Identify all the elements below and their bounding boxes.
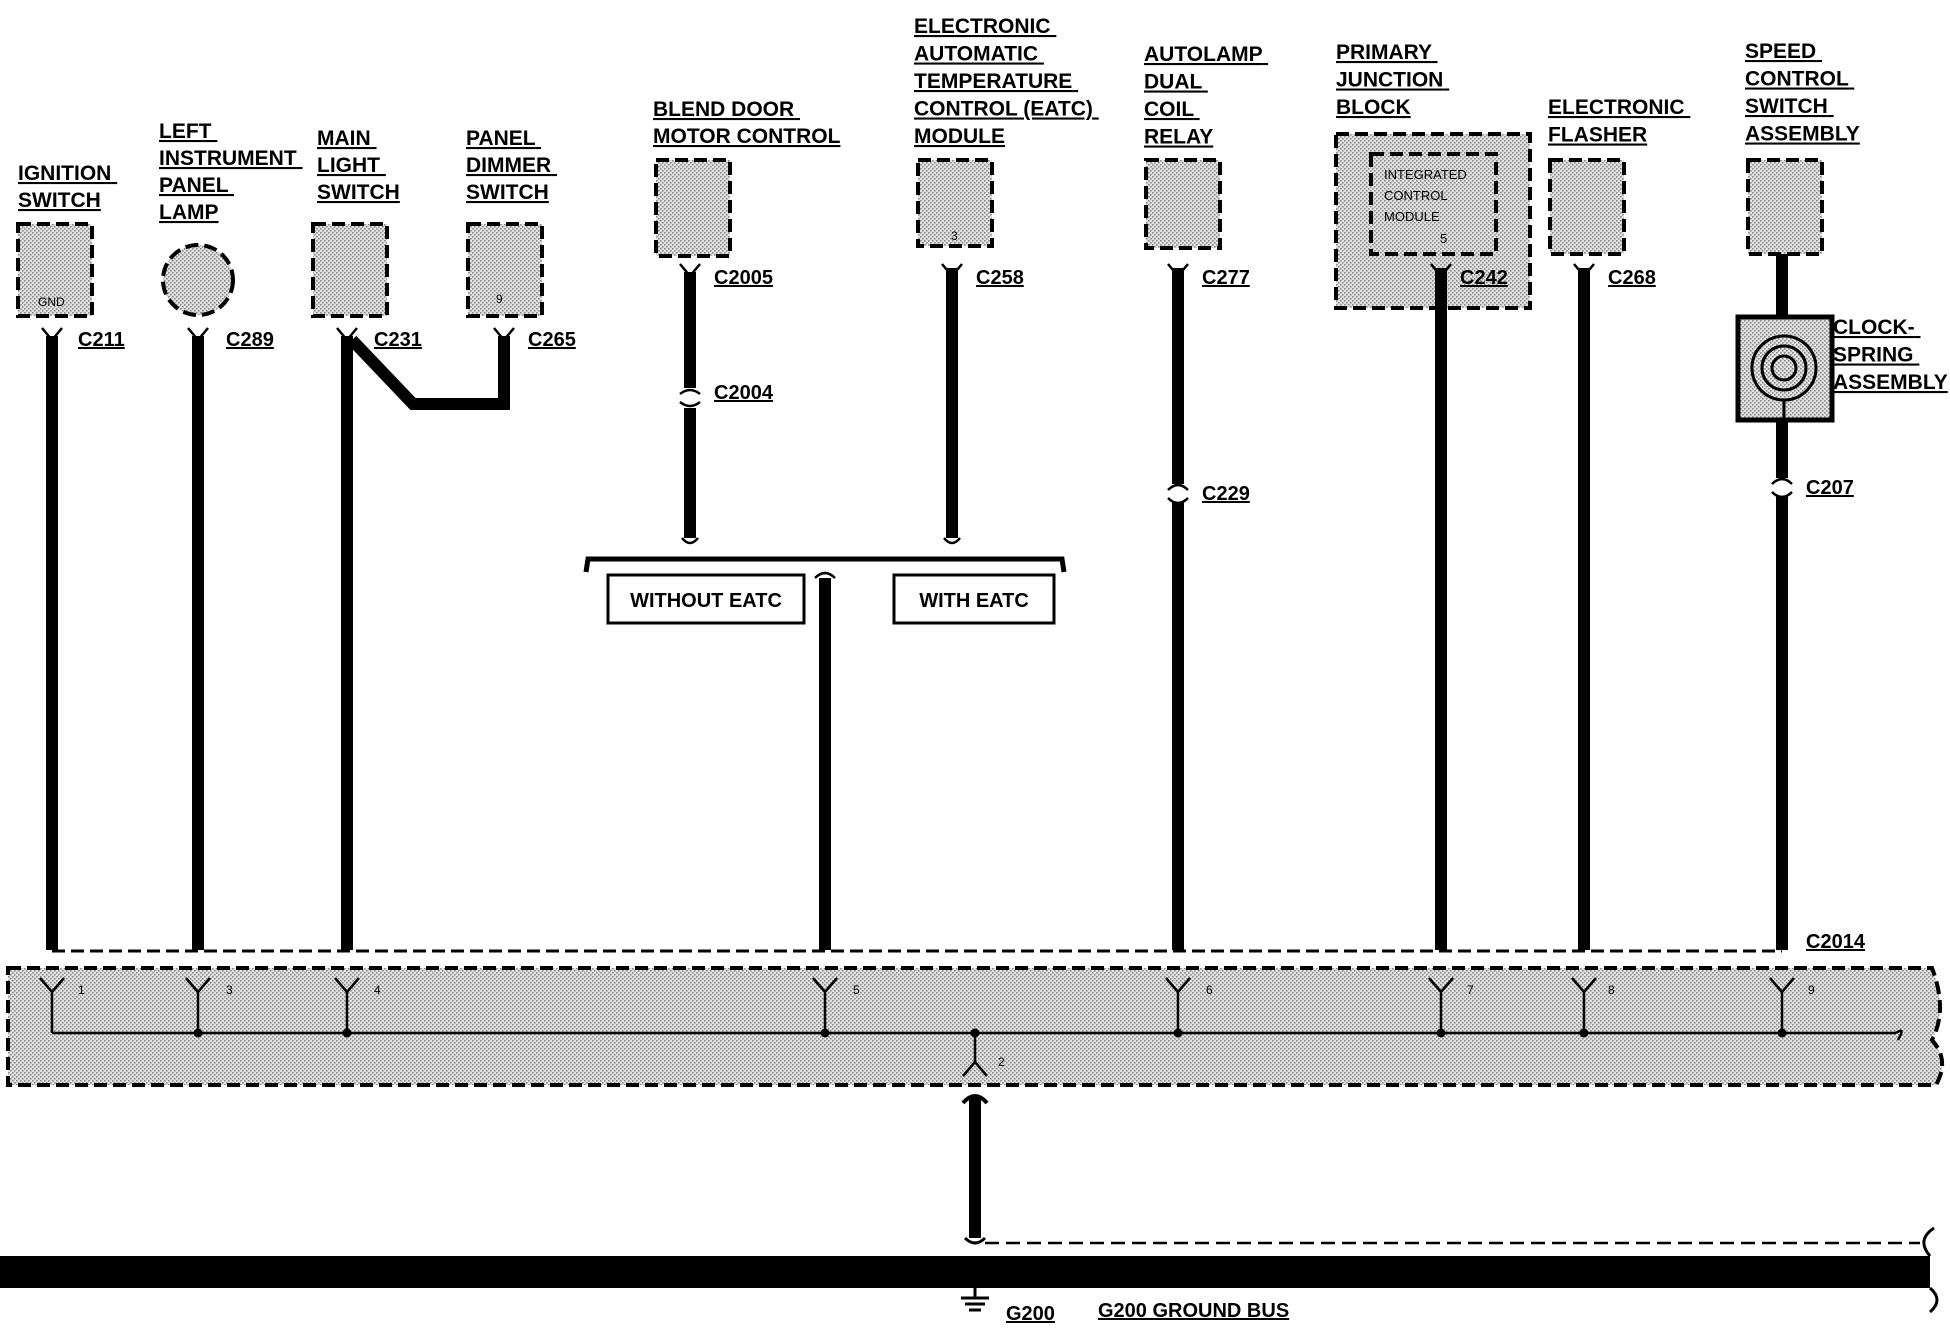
ignition-switch-gnd-pin: GND <box>38 295 65 309</box>
connector-c211: C211 <box>78 329 125 351</box>
option-bracket-taps <box>681 537 961 579</box>
electronic-flasher-label: ELECTRONIC FLASHER <box>1548 96 1690 147</box>
connector-c258: C258 <box>976 267 1024 289</box>
inline-connector-c229 <box>1167 483 1189 505</box>
clockspring-label: CLOCK- SPRING ASSEMBLY <box>1833 316 1948 394</box>
c2014-pin-4: 4 <box>374 983 381 997</box>
g200-ground-bus-label: G200 GROUND BUS <box>1098 1300 1289 1322</box>
g200-ground-id: G200 <box>1006 1303 1055 1325</box>
integrated-control-module-box <box>1369 152 1498 256</box>
option-bracket <box>583 556 1067 573</box>
c2014-pin-9: 9 <box>1808 983 1815 997</box>
connector-c242: C242 <box>1460 267 1508 289</box>
ground-lead-connector <box>961 1094 989 1105</box>
connector-c207: C207 <box>1806 477 1854 499</box>
c2014-pin-6: 6 <box>1206 983 1213 997</box>
panel-dimmer-switch-box <box>466 222 544 318</box>
without-eatc-box <box>606 573 806 625</box>
c2014-pin-2: 2 <box>998 1055 1005 1069</box>
connector-c2004: C2004 <box>714 382 774 404</box>
main-light-switch-label: MAIN LIGHT SWITCH <box>317 127 400 204</box>
panel-dimmer-pin: 9 <box>496 292 503 306</box>
instrument-panel-lamp-bulb <box>161 243 235 317</box>
left-instrument-panel-lamp-label: LEFT INSTRUMENT PANEL LAMP <box>159 120 303 224</box>
inline-connector-c207 <box>1771 477 1793 499</box>
connector-c268: C268 <box>1608 267 1656 289</box>
c2014-pin-numbers: 1 3 4 5 6 7 8 9 2 <box>78 983 1815 1069</box>
eatc-module-label: ELECTRONIC AUTOMATIC TEMPERATURE CONTROL… <box>914 15 1099 148</box>
integrated-control-module-label: INTEGRATED CONTROL MODULE <box>1384 167 1470 224</box>
c2014-pin-5: 5 <box>853 983 860 997</box>
g200-ground-bus-bar <box>0 1256 1930 1288</box>
connector-c2014: C2014 <box>1806 931 1866 953</box>
c2014-splice-dots <box>193 1028 1787 1038</box>
speed-control-switch-box <box>1746 158 1824 256</box>
autolamp-relay-label: AUTOLAMP DUAL COIL RELAY <box>1144 43 1268 149</box>
connector-fork-symbols <box>41 263 1595 342</box>
connector-c231: C231 <box>374 329 422 351</box>
inline-connector-c2004 <box>679 388 701 408</box>
c2014-pin-forks <box>39 977 1795 1077</box>
ignition-switch-box <box>16 222 94 318</box>
clockspring-coil-icon <box>1750 334 1818 420</box>
main-light-switch-box <box>311 222 389 318</box>
blend-door-motor-box <box>654 158 732 258</box>
ignition-switch-label: IGNITION SWITCH <box>18 162 117 212</box>
connector-c289: C289 <box>226 329 274 351</box>
blend-door-motor-control-label: BLEND DOOR MOTOR CONTROL <box>653 98 841 148</box>
panel-dimmer-switch-label: PANEL DIMMER SWITCH <box>466 127 557 204</box>
connector-c229: C229 <box>1202 483 1250 505</box>
c2014-pin-8: 8 <box>1608 983 1615 997</box>
g200-bus-break <box>1922 1226 1939 1314</box>
speed-control-switch-label: SPEED CONTROL SWITCH ASSEMBLY <box>1745 40 1860 146</box>
connector-c265: C265 <box>528 329 576 351</box>
c2014-pin-3: 3 <box>226 983 233 997</box>
with-eatc-label: WITH EATC <box>919 590 1029 612</box>
connector-c277: C277 <box>1202 267 1250 289</box>
with-eatc-box <box>892 573 1056 625</box>
c2014-splice-block <box>6 966 1944 1087</box>
integrated-control-module-pin: 5 <box>1440 231 1447 246</box>
ground-lead-foot <box>963 1236 987 1245</box>
primary-junction-block-label: PRIMARY JUNCTION BLOCK <box>1336 41 1449 119</box>
connector-c2005: C2005 <box>714 267 773 289</box>
c2014-bus-break <box>1895 1029 1903 1041</box>
autolamp-relay-box <box>1144 158 1222 250</box>
electronic-flasher-box <box>1548 158 1626 256</box>
c2014-pin-7: 7 <box>1467 983 1474 997</box>
eatc-module-pin: 3 <box>951 229 958 243</box>
without-eatc-label: WITHOUT EATC <box>630 590 782 612</box>
c2014-pin-1: 1 <box>78 983 85 997</box>
ground-symbol-icon <box>961 1288 989 1312</box>
eatc-module-box <box>916 158 994 248</box>
wire-panel-dimmer-jumper <box>347 335 510 410</box>
